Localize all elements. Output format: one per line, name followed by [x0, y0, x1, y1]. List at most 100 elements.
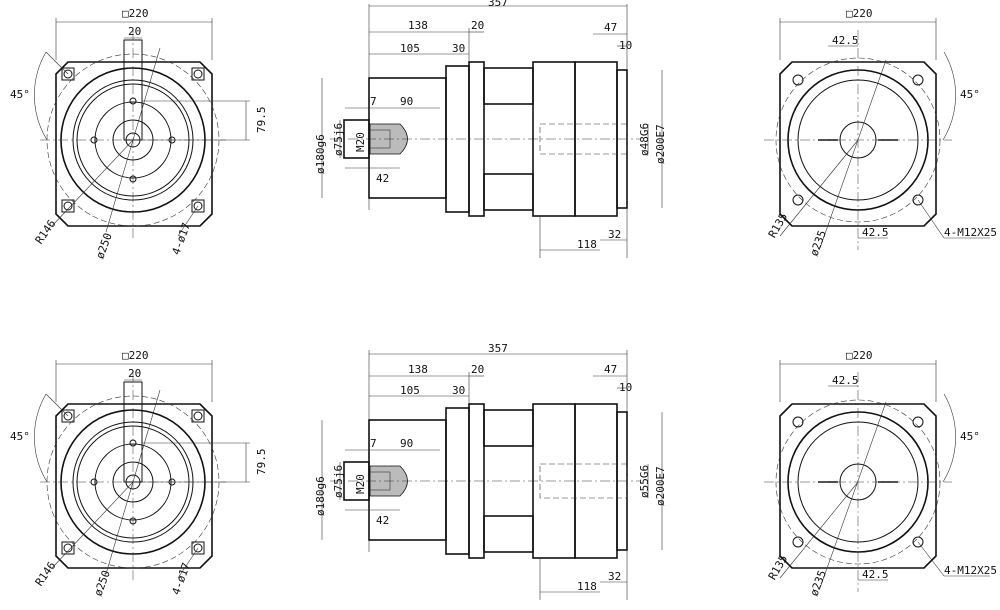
rear-pitch-dia-label: ø235 [808, 229, 829, 258]
total-length-label: 357 [488, 342, 508, 355]
bolt-hole [193, 411, 203, 421]
len-10-label: 10 [619, 381, 632, 394]
len-10-label: 10 [619, 39, 632, 52]
bolt-hole-square [61, 541, 75, 555]
rear-angle-label: 45° [960, 430, 980, 443]
angle-leader [45, 51, 69, 75]
bolt-hole [193, 201, 203, 211]
tapped-hole [912, 536, 924, 548]
tapped-hole [792, 536, 804, 548]
bolt-hole-square [191, 541, 205, 555]
diameter-leader [819, 401, 887, 589]
shaft-dia-label: ø75j6 [332, 465, 345, 498]
len-30-label: 30 [452, 384, 465, 397]
rear-radius-label: R135 [766, 553, 791, 582]
flange-rim [468, 61, 485, 217]
len-47-label: 47 [604, 21, 617, 34]
body-bottom-step [483, 515, 534, 553]
rear-pitch-dia-label: ø235 [808, 569, 829, 598]
front-view-1: □220 20 45° 79.5 R146 ø250 4-ø17 [10, 7, 268, 261]
rear-flange-outline [779, 61, 937, 227]
rear-flange-outline [779, 403, 937, 569]
thread-label: M20 [354, 474, 367, 494]
rear-square-label: □220 [846, 349, 873, 362]
offset-top-label: 42.5 [832, 374, 859, 387]
flange-dia-label: ø200E7 [654, 466, 667, 506]
square-dim-label: □220 [122, 7, 149, 20]
bolt-hole [193, 543, 203, 553]
bolt-hole [63, 411, 73, 421]
body-top-step [483, 67, 534, 105]
drawing-set-1: □220 20 45° 79.5 R146 ø250 4-ø17 357 138 [10, 0, 997, 261]
len-30-label: 30 [452, 42, 465, 55]
angle-arc [942, 393, 956, 483]
len-32-label: 32 [608, 228, 621, 241]
bolt-hole-square [191, 199, 205, 213]
side-view-1: 357 138 20 105 30 47 10 [314, 0, 667, 258]
drawing-set-2: □220 20 45° 79.5 R146 ø250 4-ø17 357 138 [10, 342, 997, 600]
front-view-2: □220 20 45° 79.5 R146 ø250 4-ø17 [10, 349, 268, 598]
len-7-label: 7 [370, 95, 377, 108]
tapped-holes-leader [917, 541, 945, 577]
bolt-hole-square [191, 67, 205, 81]
radius-label: R146 [33, 217, 59, 246]
len-90-label: 90 [400, 437, 413, 450]
key-width-label: 20 [128, 25, 141, 38]
len-118-label: 118 [577, 238, 597, 251]
input-bore [539, 463, 628, 499]
total-length-label: 357 [488, 0, 508, 9]
bolt-hole-square [61, 67, 75, 81]
tapped-hole [792, 194, 804, 206]
tapped-holes-label: 4-M12X25 [944, 564, 997, 577]
flange-dia-label: ø200E7 [654, 124, 667, 164]
len-105-label: 105 [400, 384, 420, 397]
len-20-label: 20 [471, 363, 484, 376]
key-height-label: 79.5 [255, 449, 268, 476]
key-width-label: 20 [128, 367, 141, 380]
len-20-label: 20 [471, 19, 484, 32]
bore-dia-label: ø55G6 [638, 465, 651, 498]
diameter-leader [819, 59, 887, 249]
len-118-label: 118 [577, 580, 597, 593]
angle-label: 45° [10, 430, 30, 443]
key-height-label: 79.5 [255, 107, 268, 134]
body-top-step [483, 409, 534, 447]
radius-label: R146 [33, 559, 59, 588]
radius-leader [779, 139, 859, 237]
len-138-label: 138 [408, 19, 428, 32]
bolt-hole [63, 201, 73, 211]
tapped-holes-leader [917, 199, 945, 239]
rear-view-2: □220 42.5 45° R135 ø235 42.5 4-M12X25 [764, 349, 997, 598]
len-90-label: 90 [400, 95, 413, 108]
len-32-label: 32 [608, 570, 621, 583]
angle-leader [45, 393, 69, 417]
tapped-hole [792, 74, 804, 86]
rear-square-label: □220 [846, 7, 873, 20]
radius-leader [51, 481, 134, 569]
len-138-label: 138 [408, 363, 428, 376]
bolt-hole-square [61, 409, 75, 423]
holes-leader [177, 205, 199, 237]
pitch-dia-label: ø250 [92, 569, 113, 598]
rear-angle-label: 45° [960, 88, 980, 101]
bolt-hole [63, 69, 73, 79]
len-42-label: 42 [376, 172, 389, 185]
flange-outline [55, 403, 213, 569]
diameter-leader [105, 389, 161, 575]
pilot-dia-label: ø180g6 [314, 134, 327, 174]
len-105-label: 105 [400, 42, 420, 55]
input-bore [539, 123, 628, 155]
tapped-holes-label: 4-M12X25 [944, 226, 997, 239]
angle-label: 45° [10, 88, 30, 101]
thread-label: M20 [354, 132, 367, 152]
tapped-hole [792, 416, 804, 428]
radius-leader [779, 481, 859, 579]
bolt-hole [63, 543, 73, 553]
body-bottom-step [483, 173, 534, 211]
holes-label: 4-ø17 [170, 561, 194, 597]
offset-bottom-label: 42.5 [862, 568, 889, 581]
pilot-dia-label: ø180g6 [314, 476, 327, 516]
flange-rim [468, 403, 485, 559]
